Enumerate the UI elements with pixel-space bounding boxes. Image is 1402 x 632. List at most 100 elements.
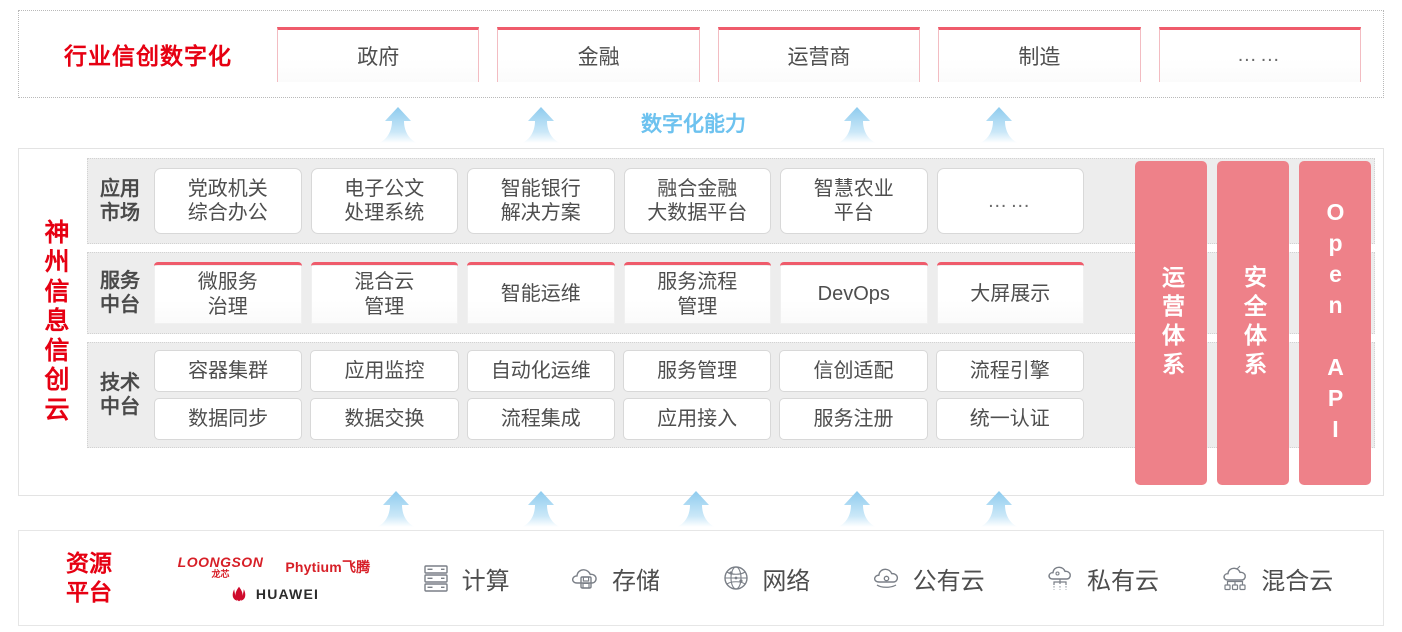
tier-label-line: 服务 — [100, 270, 140, 292]
up-arrow-icon — [522, 107, 560, 143]
tech-cell-automated-ops[interactable]: 自动化运维 — [466, 350, 615, 392]
tech-cell-data-exchange[interactable]: 数据交换 — [310, 398, 459, 440]
tech-cell-service-registry[interactable]: 服务注册 — [779, 398, 928, 440]
capability-label: 数字化能力 — [641, 113, 746, 136]
cloud-platform-panel: 神 州 信 息 信 创 云 应用 市场 党政机关 综合办公 — [18, 148, 1384, 496]
cell-line: 应用监控 — [344, 359, 425, 382]
tech-cell-application-monitoring[interactable]: 应用监控 — [310, 350, 459, 392]
tech-cell-process-engine[interactable]: 流程引擎 — [935, 350, 1084, 392]
cell-line: 电子公文 — [344, 177, 425, 200]
cell-line: 数据交换 — [344, 407, 425, 430]
cloud-title-char: 神 — [44, 218, 70, 247]
resource-item-private-cloud[interactable]: 私有云 — [1044, 561, 1159, 596]
resource-item-label: 公有云 — [912, 567, 985, 595]
app-cell-smart-bank-solution[interactable]: 智能银行 解决方案 — [467, 168, 615, 234]
resource-item-label: 混合云 — [1261, 567, 1334, 595]
resource-item-label: 网络 — [762, 567, 811, 595]
tier-label-line: 技术 — [100, 372, 140, 394]
resource-title-line: 资源 — [66, 550, 112, 577]
cell-line: 综合办公 — [187, 202, 268, 224]
resource-title-line: 平台 — [66, 579, 112, 605]
loongson-logo: LOONGSON 龙芯 — [178, 555, 264, 579]
resource-platform-band: 资源 平台 LOONGSON 龙芯 Phytium飞腾 HUAWEI — [18, 530, 1384, 626]
phytium-logo-text: Phytium飞腾 — [285, 558, 371, 575]
tech-cell-container-cluster[interactable]: 容器集群 — [154, 350, 303, 392]
tier-label-line: 市场 — [100, 202, 140, 224]
cell-line: 统一认证 — [969, 407, 1050, 430]
tech-cell-unified-authentication[interactable]: 统一认证 — [935, 398, 1084, 440]
tech-cell-service-management[interactable]: 服务管理 — [622, 350, 772, 392]
resource-item-storage[interactable]: 存储 — [569, 561, 660, 596]
pillar-open-api[interactable]: Open API — [1299, 161, 1371, 485]
huawei-logo-text: HUAWEI — [255, 585, 320, 602]
industry-box-label: 金融 — [577, 45, 620, 69]
industry-box-more[interactable]: …… — [1158, 26, 1362, 82]
network-globe-icon — [724, 566, 749, 590]
cell-line: 党政机关 — [187, 177, 268, 200]
cell-line: …… — [987, 189, 1034, 212]
cell-line: DevOps — [817, 283, 890, 306]
tech-cell-data-sync[interactable]: 数据同步 — [154, 398, 303, 440]
cell-line: 服务流程 — [657, 271, 738, 294]
industry-box-label: …… — [1236, 44, 1283, 66]
up-arrow-icon — [677, 491, 715, 527]
svc-cell-hybrid-cloud-management[interactable]: 混合云 管理 — [310, 262, 458, 324]
industry-box-label: 运营商 — [787, 45, 851, 69]
tier-cell-list: 党政机关 综合办公 电子公文 处理系统 智能银行 解决方案 融合金融 大数据平台 — [152, 159, 1094, 243]
cell-line: 微服务 — [197, 271, 258, 294]
app-cell-smart-agriculture-platform[interactable]: 智慧农业 平台 — [780, 168, 928, 234]
industry-box-operator[interactable]: 运营商 — [717, 26, 921, 82]
app-cell-more[interactable]: …… — [936, 168, 1084, 234]
cloud-platform-title: 神 州 信 息 信 创 云 — [19, 149, 87, 495]
cell-line: 平台 — [833, 202, 874, 224]
cell-line: 流程集成 — [500, 407, 581, 430]
cloud-title-char: 息 — [44, 307, 70, 336]
hybrid-cloud-icon — [1223, 565, 1247, 591]
huawei-logo: HUAWEI — [229, 586, 319, 602]
tier-label-line: 中台 — [100, 294, 140, 316]
cell-line: 治理 — [207, 295, 248, 318]
industry-box-finance[interactable]: 金融 — [497, 26, 700, 82]
cell-line: 混合云 — [354, 271, 415, 294]
up-arrow-icon — [377, 491, 415, 527]
cloud-title-char: 信 — [44, 277, 70, 306]
tech-cell-process-integration[interactable]: 流程集成 — [466, 398, 615, 440]
tier-label-service-platform: 服务 中台 — [88, 253, 152, 333]
resource-item-public-cloud[interactable]: 公有云 — [870, 561, 985, 596]
cell-line: 数据同步 — [188, 407, 269, 430]
resource-item-network[interactable]: 网络 — [719, 561, 810, 596]
resource-item-compute[interactable]: 计算 — [419, 561, 510, 596]
svc-cell-intelligent-ops[interactable]: 智能运维 — [467, 262, 615, 324]
pillar-label: 安全体系 — [1240, 265, 1267, 381]
up-arrow-icon — [838, 107, 876, 143]
cell-line: 管理 — [364, 295, 405, 318]
pillar-security-system[interactable]: 安全体系 — [1217, 161, 1289, 485]
loongson-logo-text: LOONGSON — [177, 553, 264, 570]
cell-line: 服务注册 — [813, 407, 894, 430]
resource-item-hybrid-cloud[interactable]: 混合云 — [1218, 561, 1333, 596]
cell-line: 智能运维 — [500, 283, 581, 306]
pillar-operations-system[interactable]: 运营体系 — [1135, 161, 1207, 485]
industry-box-government[interactable]: 政府 — [277, 26, 480, 82]
industry-band-title: 行业信创数字化 — [64, 43, 232, 69]
pillar-label: 运营体系 — [1158, 265, 1185, 381]
svc-cell-service-process-management[interactable]: 服务流程 管理 — [623, 262, 771, 324]
industry-box-list: 政府 金融 运营商 制造 …… — [277, 26, 1383, 82]
industry-box-manufacturing[interactable]: 制造 — [938, 26, 1141, 82]
tech-cell-xinchuang-adaptation[interactable]: 信创适配 — [779, 350, 928, 392]
svc-cell-large-screen-display[interactable]: 大屏展示 — [936, 262, 1084, 324]
app-cell-edoc-system[interactable]: 电子公文 处理系统 — [310, 168, 458, 234]
cell-line: 容器集群 — [188, 359, 269, 382]
phytium-logo: Phytium飞腾 — [285, 557, 370, 577]
app-cell-finance-bigdata-platform[interactable]: 融合金融 大数据平台 — [623, 168, 771, 234]
app-cell-party-government-office[interactable]: 党政机关 综合办公 — [154, 168, 302, 234]
tech-row-upper: 容器集群 应用监控 自动化运维 服务管理 信创适配 流程引擎 — [154, 350, 1084, 392]
tier-label-line: 中台 — [100, 396, 140, 418]
svc-cell-devops[interactable]: DevOps — [780, 262, 928, 324]
vendor-logo-row: LOONGSON 龙芯 Phytium飞腾 — [178, 555, 371, 579]
tech-cell-application-access[interactable]: 应用接入 — [622, 398, 772, 440]
up-arrow-icon — [980, 491, 1018, 527]
resource-item-label: 私有云 — [1086, 567, 1159, 595]
svc-cell-microservice-governance[interactable]: 微服务 治理 — [154, 262, 302, 324]
